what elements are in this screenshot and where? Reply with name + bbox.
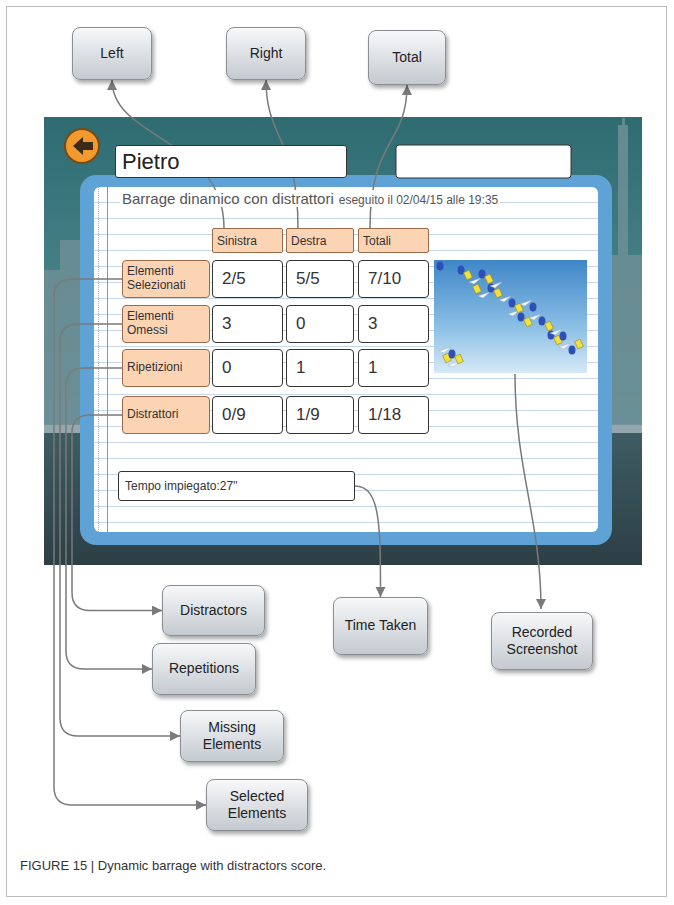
score-panel: Barrage dinamico con distrattori eseguito… xyxy=(80,175,612,545)
node-label: 1 xyxy=(368,358,377,378)
score-cell: 1 xyxy=(358,349,429,387)
screenshot-sprite xyxy=(478,292,490,298)
callout-box: Right xyxy=(226,27,306,80)
column-header: Sinistra xyxy=(212,228,283,253)
node-label: 5/5 xyxy=(296,269,320,289)
column-header: Totali xyxy=(358,228,429,253)
screenshot-sprite xyxy=(473,284,482,294)
row-label: Elementi Omessi xyxy=(122,305,210,343)
recorded-screenshot xyxy=(434,260,587,373)
node-label: Distractors xyxy=(180,602,247,620)
score-cell: 0 xyxy=(212,349,283,387)
node-label: Ripetizioni xyxy=(127,361,182,375)
callout-arrow xyxy=(355,486,381,597)
row-label: Elementi Selezionati xyxy=(122,260,210,298)
time-field: Tempo impiegato:27'' xyxy=(118,471,355,501)
node-label: 2/5 xyxy=(222,269,246,289)
callout-box: Total xyxy=(368,30,446,85)
node-label: Totali xyxy=(363,234,391,248)
node-label: Elementi Selezionati xyxy=(127,265,205,293)
screenshot-sprite xyxy=(458,266,465,275)
node-label: Destra xyxy=(291,234,326,248)
score-cell: 5/5 xyxy=(286,260,354,298)
node-label: 1/18 xyxy=(368,405,401,425)
screenshot-sprite xyxy=(494,288,503,298)
screenshot-sprite xyxy=(490,282,502,288)
node-label: Time Taken xyxy=(345,617,417,635)
margin-line xyxy=(107,187,108,532)
node-label: Sinistra xyxy=(217,234,257,248)
empty-field xyxy=(396,145,571,178)
score-cell: 1 xyxy=(286,349,354,387)
score-cell: 0/9 xyxy=(212,396,283,434)
screenshot-sprite xyxy=(449,350,456,359)
score-cell: 1/18 xyxy=(358,396,429,434)
node-label: Elementi Omessi xyxy=(127,310,205,338)
node-label: 7/10 xyxy=(368,269,401,289)
node-label: Pietro xyxy=(122,149,179,175)
leader-line xyxy=(515,374,541,609)
callout-box: Missing Elements xyxy=(180,710,284,762)
panel-subtitle: eseguito il 02/04/15 alle 19:35 xyxy=(339,193,498,207)
node-label: 0 xyxy=(296,314,305,334)
screenshot-sprite xyxy=(455,354,464,364)
screenshot-sprite xyxy=(479,270,486,279)
score-cell: 7/10 xyxy=(358,260,429,298)
screenshot-sprite xyxy=(539,317,546,326)
panel-title: Barrage dinamico con distrattori xyxy=(122,190,334,207)
node-label: Left xyxy=(100,45,123,63)
screenshot-sprite xyxy=(530,303,537,312)
node-label: 3 xyxy=(368,314,377,334)
row-label: Ripetizioni xyxy=(122,349,210,387)
node-label: Recorded Screenshot xyxy=(498,624,586,659)
screenshot-sprite xyxy=(575,339,584,349)
node-label: 1 xyxy=(296,358,305,378)
node-label: Repetitions xyxy=(169,660,239,678)
node-label: 1/9 xyxy=(296,405,320,425)
name-field: Pietro xyxy=(115,145,347,178)
node-label: Selected Elements xyxy=(213,788,301,823)
callout-box: Recorded Screenshot xyxy=(491,612,593,670)
margin-dots xyxy=(98,187,99,532)
node-label: 0/9 xyxy=(222,405,246,425)
screenshot-sprite xyxy=(560,332,567,341)
screenshot-sprite xyxy=(485,274,494,284)
screenshot-sprite xyxy=(569,346,576,355)
node-label: Distrattori xyxy=(127,408,178,422)
callout-box: Repetitions xyxy=(152,643,256,695)
node-label: Total xyxy=(392,49,422,67)
panel-title: Barrage dinamico con distrattori eseguito… xyxy=(120,190,500,207)
score-cell: 3 xyxy=(212,305,283,343)
column-header: Destra xyxy=(286,228,354,253)
callout-box: Left xyxy=(72,27,152,80)
callout-box: Time Taken xyxy=(333,597,428,655)
callout-box: Distractors xyxy=(162,585,265,636)
score-cell: 0 xyxy=(286,305,354,343)
screenshot-sprite xyxy=(464,270,473,280)
screenshot-sprite xyxy=(545,321,554,331)
node-label: Tempo impiegato:27'' xyxy=(125,479,238,493)
back-button xyxy=(65,129,99,163)
score-cell: 2/5 xyxy=(212,260,283,298)
score-cell: 3 xyxy=(358,305,429,343)
callout-arrow xyxy=(72,415,162,611)
screenshot-sprite xyxy=(509,299,516,308)
blue-panel xyxy=(80,175,612,545)
node-label: 3 xyxy=(222,314,231,334)
figure-caption: FIGURE 15 | Dynamic barrage with distrac… xyxy=(20,858,326,873)
screenshot-sprite xyxy=(437,262,444,271)
screenshot-sprite xyxy=(518,313,525,322)
node-label: 0 xyxy=(222,358,231,378)
score-cell: 1/9 xyxy=(286,396,354,434)
node-label: Missing Elements xyxy=(187,719,277,754)
screenshot-sprite xyxy=(469,278,481,284)
row-label: Distrattori xyxy=(122,396,210,434)
node-label: Right xyxy=(250,45,283,63)
callout-box: Selected Elements xyxy=(206,779,308,831)
